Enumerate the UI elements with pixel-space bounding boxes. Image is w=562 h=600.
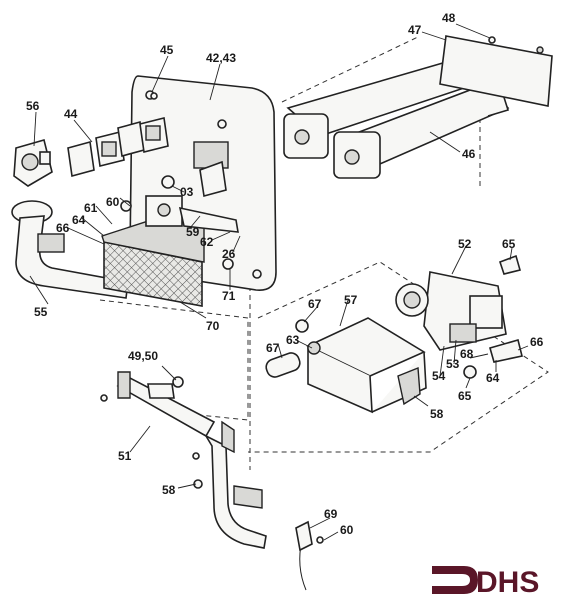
thermocouple xyxy=(265,319,321,378)
callout: 60 xyxy=(340,523,354,537)
callout: 03 xyxy=(180,185,194,199)
screws xyxy=(100,36,496,544)
callout: 45 xyxy=(160,43,174,57)
callout: 47 xyxy=(408,23,422,37)
callout: 64 xyxy=(72,213,86,227)
callout: 42,43 xyxy=(206,51,236,65)
callout: 69 xyxy=(324,507,338,521)
callout-labels: 48 47 45 42,43 56 44 46 03 60 61 64 66 5… xyxy=(26,11,544,537)
callout: 53 xyxy=(446,357,460,371)
dhs-logo: DHS xyxy=(432,566,539,599)
callout: 65 xyxy=(502,237,516,251)
igniter-cable xyxy=(295,520,313,591)
callout: 67 xyxy=(266,341,280,355)
gas-valve-fitting xyxy=(13,139,53,187)
callout: 66 xyxy=(56,221,70,235)
assembly-outline-backplate xyxy=(99,299,249,421)
callout: 44 xyxy=(64,107,78,121)
callout: 51 xyxy=(118,449,132,463)
logo-arrow-icon xyxy=(432,566,478,594)
callout: 54 xyxy=(432,369,446,383)
callout: 62 xyxy=(200,235,214,249)
control-bracket xyxy=(306,317,427,414)
callout: 64 xyxy=(486,371,500,385)
callout: 58 xyxy=(430,407,444,421)
assembly-outline-lower xyxy=(248,261,549,453)
heat-exchanger xyxy=(283,57,510,179)
callout: 70 xyxy=(206,319,220,333)
callout: 48 xyxy=(442,11,456,25)
callout: 63 xyxy=(286,333,300,347)
callout: 56 xyxy=(26,99,40,113)
leader-lines xyxy=(29,23,529,541)
callout: 57 xyxy=(344,293,358,307)
callout: 60 xyxy=(106,195,120,209)
callout: 71 xyxy=(222,289,236,303)
igniter-cluster xyxy=(120,175,239,270)
callout: 67 xyxy=(308,297,322,311)
callout: 65 xyxy=(458,389,472,403)
callout: 49,50 xyxy=(128,349,158,363)
callout: 68 xyxy=(460,347,474,361)
heat-shield xyxy=(439,35,553,107)
gaskets xyxy=(67,117,169,178)
callout: 52 xyxy=(458,237,472,251)
callout: 26 xyxy=(222,247,236,261)
manifold-tube xyxy=(116,371,267,549)
gas-control-valve xyxy=(395,271,507,351)
logo-text: DHS xyxy=(476,566,539,599)
callout: 66 xyxy=(530,335,544,349)
callout: 55 xyxy=(34,305,48,319)
callout: 61 xyxy=(84,201,98,215)
callout: 46 xyxy=(462,147,476,161)
callout: 58 xyxy=(162,483,176,497)
callout: 59 xyxy=(186,225,200,239)
